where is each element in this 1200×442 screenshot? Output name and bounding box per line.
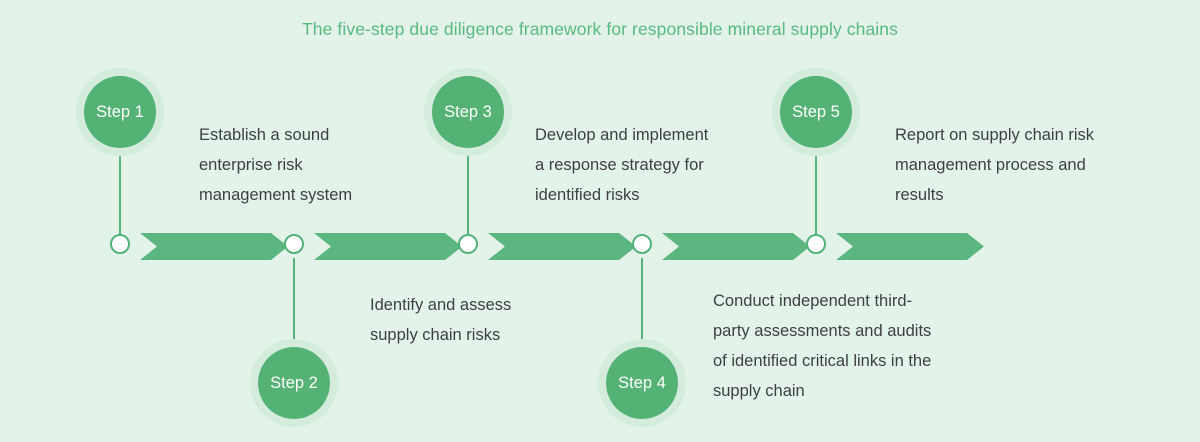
timeline-arrow-4 — [662, 233, 810, 260]
connector-stem-5 — [815, 150, 817, 236]
step-description-1-line-1: Establish a sound — [199, 126, 330, 144]
step-description-3-line-2: a response strategy for — [535, 156, 704, 174]
step-description-3-line-3: identified risks — [535, 186, 640, 204]
timeline-arrow-5 — [836, 233, 984, 260]
step-description-3: Develop and implement a response strateg… — [535, 120, 755, 210]
step-description-1-line-3: management system — [199, 186, 353, 204]
connector-stem-2 — [293, 258, 295, 344]
step-description-2: Identify and assess supply chain risks — [370, 290, 590, 350]
step-description-5-line-1: Report on supply chain risk — [895, 126, 1095, 144]
step-description-5-line-2: management process and — [895, 156, 1086, 174]
step-description-5: Report on supply chain risk management p… — [895, 120, 1145, 210]
connector-stem-3 — [467, 150, 469, 236]
step-description-3-line-1: Develop and implement — [535, 126, 709, 144]
timeline-node-1[interactable] — [110, 234, 130, 254]
step-description-4: Conduct independent third- party assessm… — [713, 286, 1003, 406]
connector-stem-4 — [641, 258, 643, 344]
timeline-arrow-3 — [488, 233, 636, 260]
step-description-2-line-1: Identify and assess — [370, 296, 512, 314]
step-bubble-1[interactable]: Step 1 — [76, 68, 164, 156]
step-description-4-line-3: of identified critical links in the — [713, 352, 932, 370]
connector-stem-1 — [119, 150, 121, 236]
step-description-2-line-2: supply chain risks — [370, 326, 501, 344]
step-description-4-line-4: supply chain — [713, 382, 805, 400]
step-label-1: Step 1 — [84, 76, 156, 148]
step-label-5: Step 5 — [780, 76, 852, 148]
step-label-3: Step 3 — [432, 76, 504, 148]
step-bubble-2[interactable]: Step 2 — [250, 339, 338, 427]
step-label-4: Step 4 — [606, 347, 678, 419]
timeline-arrow-1 — [140, 233, 288, 260]
step-bubble-4[interactable]: Step 4 — [598, 339, 686, 427]
step-description-1: Establish a sound enterprise risk manage… — [199, 120, 399, 210]
timeline-node-5[interactable] — [806, 234, 826, 254]
timeline-node-4[interactable] — [632, 234, 652, 254]
step-bubble-5[interactable]: Step 5 — [772, 68, 860, 156]
page-title: The five-step due diligence framework fo… — [302, 19, 898, 39]
step-description-4-line-1: Conduct independent third- — [713, 292, 913, 310]
step-bubble-3[interactable]: Step 3 — [424, 68, 512, 156]
timeline-track — [0, 226, 1200, 268]
step-description-4-line-2: party assessments and audits — [713, 322, 932, 340]
timeline-node-2[interactable] — [284, 234, 304, 254]
step-label-2: Step 2 — [258, 347, 330, 419]
timeline-node-3[interactable] — [458, 234, 478, 254]
step-description-5-line-3: results — [895, 186, 944, 204]
timeline-arrow-2 — [314, 233, 462, 260]
step-description-1-line-2: enterprise risk — [199, 156, 303, 174]
